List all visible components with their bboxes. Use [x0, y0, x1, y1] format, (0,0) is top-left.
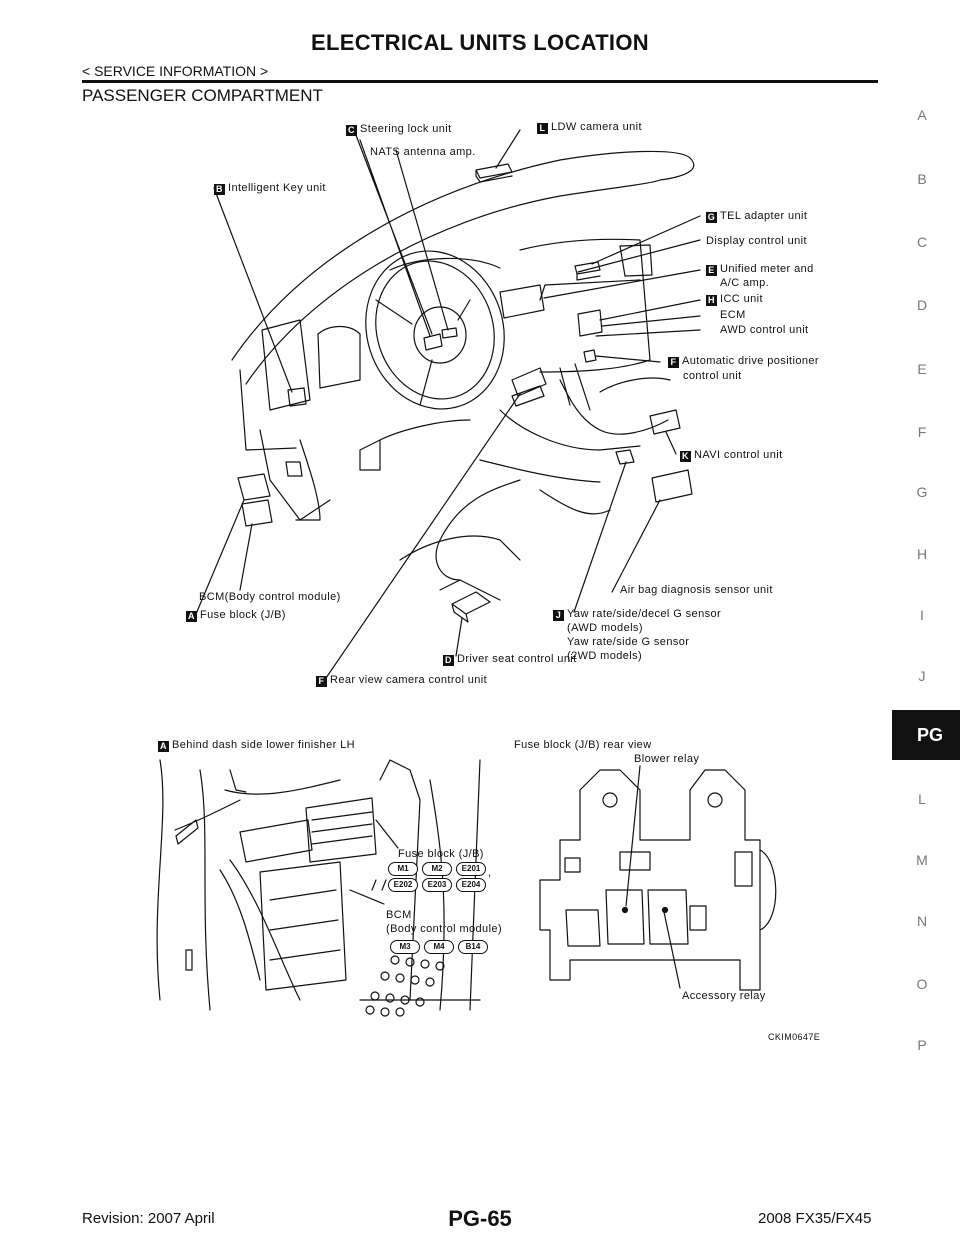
connector-e204: E204: [456, 878, 486, 892]
label-text: Steering lock unit: [360, 123, 452, 135]
label-nats-antenna-amp: NATS antenna amp.: [370, 146, 476, 158]
tab-b[interactable]: B: [917, 171, 927, 187]
tab-j[interactable]: J: [918, 668, 926, 684]
key-l: L: [537, 123, 548, 134]
label-accessory-relay: Accessory relay: [682, 990, 766, 1002]
label-text: TEL adapter unit: [720, 210, 808, 222]
connector-e201: E201: [456, 862, 486, 876]
key-b: B: [214, 184, 225, 195]
label-bcm-lower: BCM: [386, 909, 412, 921]
label-text: Fuse block (J/B): [200, 609, 286, 621]
footer-revision: Revision: 2007 April: [82, 1210, 215, 1227]
page-number: PG-65: [448, 1206, 512, 1231]
tab-pg-active[interactable]: PG: [892, 710, 960, 760]
label-text: Rear view camera control unit: [330, 674, 488, 686]
tab-e[interactable]: E: [917, 361, 927, 377]
key-g: G: [706, 212, 717, 223]
label-awd-control-unit: AWD control unit: [720, 324, 809, 336]
label-airbag-diagnosis-sensor-unit: Air bag diagnosis sensor unit: [620, 584, 773, 596]
dashboard-illustration: [195, 129, 701, 679]
label-blower-relay: Blower relay: [634, 753, 700, 765]
connector-b14: B14: [458, 940, 488, 954]
key-c: C: [346, 125, 357, 136]
label-text: LDW camera unit: [551, 121, 642, 133]
comma-separator: ,: [488, 867, 492, 879]
tab-m[interactable]: M: [916, 852, 928, 868]
tab-o[interactable]: O: [916, 976, 928, 992]
fuse-block-rear-view: [539, 765, 777, 991]
connector-m3: M3: [390, 940, 420, 954]
tab-g[interactable]: G: [916, 484, 928, 500]
label-text: Automatic drive positioner: [682, 355, 819, 367]
tab-f[interactable]: F: [917, 424, 927, 440]
key-e: E: [706, 265, 717, 276]
key-j: J: [553, 610, 564, 621]
section-heading: PASSENGER COMPARTMENT: [82, 86, 323, 105]
tab-c[interactable]: C: [916, 234, 928, 250]
page-title: ELECTRICAL UNITS LOCATION: [311, 30, 649, 55]
connector-e203: E203: [422, 878, 452, 892]
label-yaw-rate-2wd: Yaw rate/side G sensor: [567, 636, 690, 648]
label-text: Behind dash side lower finisher LH: [172, 739, 355, 751]
key-a: A: [158, 741, 169, 752]
key-f: F: [316, 676, 327, 687]
key-a: A: [186, 611, 197, 622]
side-index-tabs: A B C D E F G H I J PG L M N O P: [884, 0, 960, 1242]
harness-illustration: [156, 759, 481, 1017]
label-fuse-block-rear-view: Fuse block (J/B) rear view: [514, 739, 652, 751]
key-d: D: [443, 655, 454, 666]
label-bcm: BCM(Body control module): [199, 591, 341, 603]
label-text: Intelligent Key unit: [228, 182, 326, 194]
tab-l[interactable]: L: [918, 791, 926, 807]
label-text: NAVI control unit: [694, 449, 783, 461]
label-text: Unified meter and: [720, 263, 814, 275]
label-text: Driver seat control unit: [457, 653, 577, 665]
label-display-control-unit: Display control unit: [706, 235, 807, 247]
connector-m1: M1: [388, 862, 418, 876]
label-fuse-block-jb: Fuse block (J/B): [398, 848, 484, 860]
figure-code: CKIM0647E: [768, 1032, 821, 1042]
label-body-control-module: (Body control module): [386, 923, 503, 935]
tab-a[interactable]: A: [917, 107, 927, 123]
tab-d[interactable]: D: [916, 297, 928, 313]
label-ecm: ECM: [720, 309, 746, 321]
key-f: F: [668, 357, 679, 368]
label-adp-control-unit: control unit: [683, 370, 742, 382]
tab-n[interactable]: N: [916, 913, 928, 929]
label-ac-amp: A/C amp.: [720, 277, 770, 289]
tab-h[interactable]: H: [916, 546, 928, 562]
connector-m4: M4: [424, 940, 454, 954]
tab-p[interactable]: P: [917, 1037, 927, 1053]
footer-model: 2008 FX35/FX45: [758, 1210, 872, 1227]
label-text: Yaw rate/side/decel G sensor: [567, 608, 722, 620]
label-text: ICC unit: [720, 293, 763, 305]
breadcrumb: < SERVICE INFORMATION >: [82, 63, 269, 79]
tab-i[interactable]: I: [920, 607, 924, 623]
connector-e202: E202: [388, 878, 418, 892]
key-k: K: [680, 451, 691, 462]
connector-m2: M2: [422, 862, 452, 876]
label-awd-models: (AWD models): [567, 622, 643, 634]
key-h: H: [706, 295, 717, 306]
label-2wd-models: (2WD models): [567, 650, 643, 662]
header-rule: [82, 80, 878, 83]
